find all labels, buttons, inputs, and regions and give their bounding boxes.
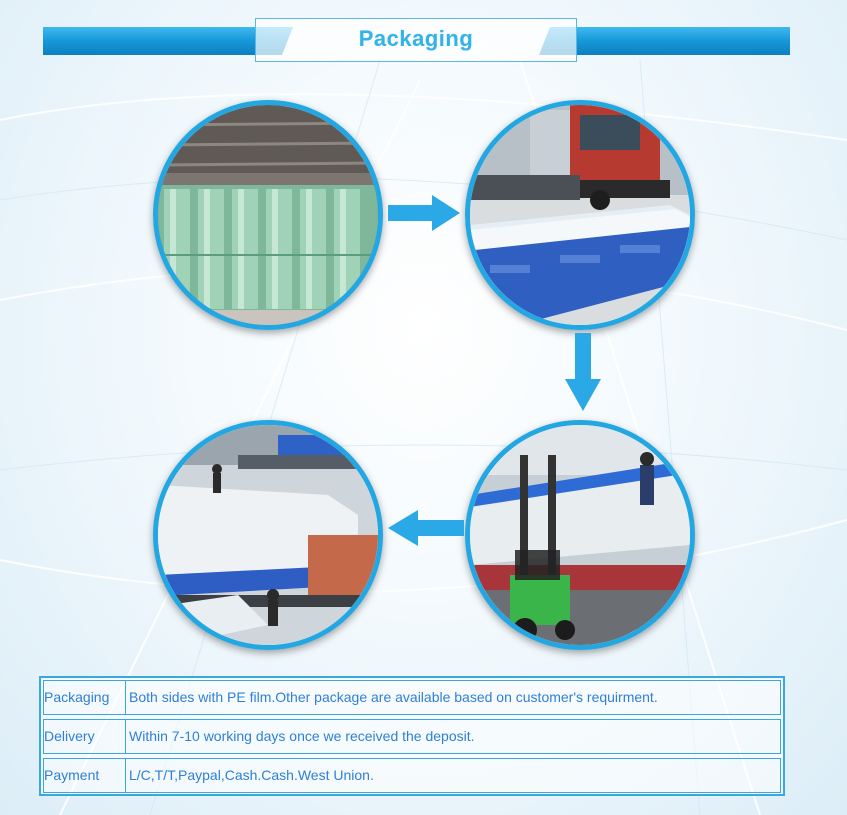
- pe-film-rolls-photo: [153, 100, 383, 330]
- table-row: Payment L/C,T/T,Paypal,Cash.Cash.West Un…: [41, 756, 783, 795]
- row-value-delivery: Within 7-10 working days once we receive…: [129, 728, 475, 744]
- forklift-loading-photo: [465, 420, 695, 650]
- info-table: Packaging Both sides with PE film.Other …: [39, 676, 785, 796]
- banner-bar-left: [43, 27, 293, 55]
- title-frame: [255, 18, 577, 62]
- row-value-payment: L/C,T/T,Paypal,Cash.Cash.West Union.: [129, 767, 374, 783]
- arrow-left-icon: [388, 510, 464, 546]
- page-title: Packaging: [358, 26, 474, 51]
- row-label-payment: Payment: [44, 767, 100, 783]
- truck-loading-sheets-photo: [153, 420, 383, 650]
- row-label-delivery: Delivery: [44, 728, 95, 744]
- header-banner: Packaging: [0, 0, 847, 70]
- table-row: Packaging Both sides with PE film.Other …: [41, 678, 783, 717]
- table-row: Delivery Within 7-10 working days once w…: [41, 717, 783, 756]
- row-label-packaging: Packaging: [44, 689, 110, 705]
- banner-bars: [43, 27, 790, 55]
- banner-bar-right: [539, 27, 790, 55]
- arrow-right-icon: [388, 195, 460, 231]
- sheets-on-truck-photo: [465, 100, 695, 330]
- arrow-down-icon: [565, 333, 601, 411]
- row-value-packaging: Both sides with PE film.Other package ar…: [129, 689, 658, 705]
